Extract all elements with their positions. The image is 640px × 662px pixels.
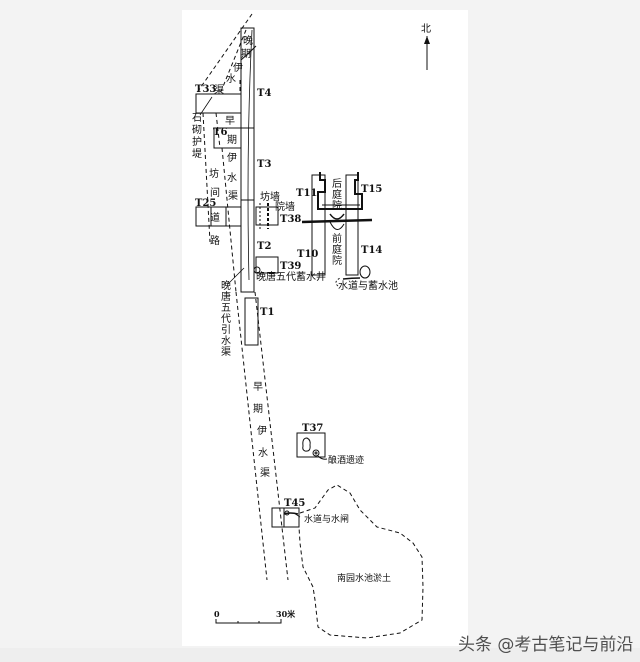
bottom-bar [0,648,640,662]
svg-text:伊: 伊 [233,62,243,74]
late-tang-intake-label: 晚 唐 五 代 引 水 渠 [221,280,231,358]
trench-t33-label: T33 [195,84,216,95]
watermark: 头条 @考古笔记与前沿 [458,635,634,655]
svg-text:伊: 伊 [227,152,237,164]
channel-cistern-label: 水道与蓄水池 [338,279,398,292]
trench-t1-label: T1 [260,307,274,318]
scale-end-label: 30米 [276,609,296,619]
trench-t38-label: T38 [280,214,301,225]
trench-t39-box [255,256,279,274]
trench-t37-label: T37 [302,423,323,434]
scale-zero-label: 0 [214,609,220,619]
trench-t1-box [244,297,259,346]
svg-text:院: 院 [332,254,342,267]
svg-text:期: 期 [241,48,251,60]
trench-t3-label: T3 [257,159,271,170]
trench-t6-label: T6 [213,127,227,138]
svg-text:水: 水 [226,73,236,85]
brewing-remains-label: 酿酒遗迹 [328,454,364,466]
svg-text:庭: 庭 [332,243,342,256]
scale-bar: 0 30米 [214,609,296,624]
svg-text:早: 早 [253,381,263,393]
late-tang-well-label: 晚唐五代蓄水井 [256,270,326,283]
trench-t15-t14-strip [345,174,359,276]
back-courtyard-label: 后 庭 院 [332,178,342,212]
trench-t11-t10-strip [311,174,326,276]
early-canal-west-edge [235,291,268,581]
svg-text:坊: 坊 [209,167,219,180]
trench-t33-box [195,93,242,114]
svg-text:水: 水 [258,447,268,459]
svg-text:砌: 砌 [192,124,202,136]
svg-text:期: 期 [227,134,237,146]
early-canal-south-label: 早 期 伊 水 渠 [253,381,270,479]
dashed-boundaries [195,13,424,639]
trench-t37-box [296,432,326,458]
south-garden-pond-outline [298,484,424,639]
trench-t14-label: T14 [361,245,382,256]
svg-text:石: 石 [192,113,202,124]
trench-t15-label: T15 [361,184,382,195]
svg-text:堤: 堤 [192,148,202,160]
svg-text:后: 后 [332,178,342,190]
svg-text:渠: 渠 [228,190,238,202]
trench-t11-label: T11 [296,188,317,199]
trench-t25-box [195,206,242,227]
trench-t45-label: T45 [284,498,305,509]
early-canal-east-edge [254,291,289,581]
svg-text:代: 代 [221,313,231,325]
south-garden-pond-label: 南园水池淤土 [337,572,391,584]
front-courtyard-label: 前 庭 院 [332,232,342,267]
stone-levee-label: 石 砌 护 堤 [192,113,202,160]
north-label: 北 [421,23,431,35]
svg-text:渠: 渠 [221,346,231,358]
courtyard-wall-label: 院墙 [275,200,295,213]
trench-t6-box [213,127,242,149]
svg-text:唐: 唐 [221,290,231,303]
north-arrow: 北 [421,23,431,70]
svg-text:晚: 晚 [243,35,253,47]
trench-t39-label: T39 [280,261,301,272]
svg-text:引: 引 [221,324,231,336]
paper-background [182,10,468,646]
svg-text:晚: 晚 [221,280,231,292]
channel-sluice-label: 水道与水闸 [304,513,349,525]
svg-text:间: 间 [210,186,220,199]
svg-text:伊: 伊 [257,425,267,437]
svg-text:早: 早 [225,115,235,127]
svg-text:渠: 渠 [260,467,270,479]
main-canal-strip [240,27,255,293]
svg-text:水: 水 [227,172,237,184]
ward-wall-label: 坊墙 [260,190,280,203]
late-canal-label: 晚 期 伊 水 渠 [214,35,253,96]
early-canal-north-label: 早 期 伊 水 渠 [225,115,238,202]
svg-text:院: 院 [332,199,342,212]
trench-t2-label: T2 [257,241,271,252]
trench-t45-box [271,507,300,528]
trench-t10-label: T10 [297,249,318,260]
svg-text:期: 期 [253,403,263,415]
svg-text:庭: 庭 [332,188,342,201]
svg-text:水: 水 [221,335,231,347]
svg-text:道: 道 [210,211,220,224]
trench-t4-label: T4 [257,88,271,99]
svg-text:前: 前 [332,232,342,245]
trench-t25-label: T25 [195,198,216,209]
ward-road-label: 坊 间 道 路 [209,167,220,247]
svg-text:五: 五 [221,303,231,314]
svg-text:渠: 渠 [214,84,224,96]
svg-text:护: 护 [192,135,202,148]
svg-text:路: 路 [210,234,220,247]
